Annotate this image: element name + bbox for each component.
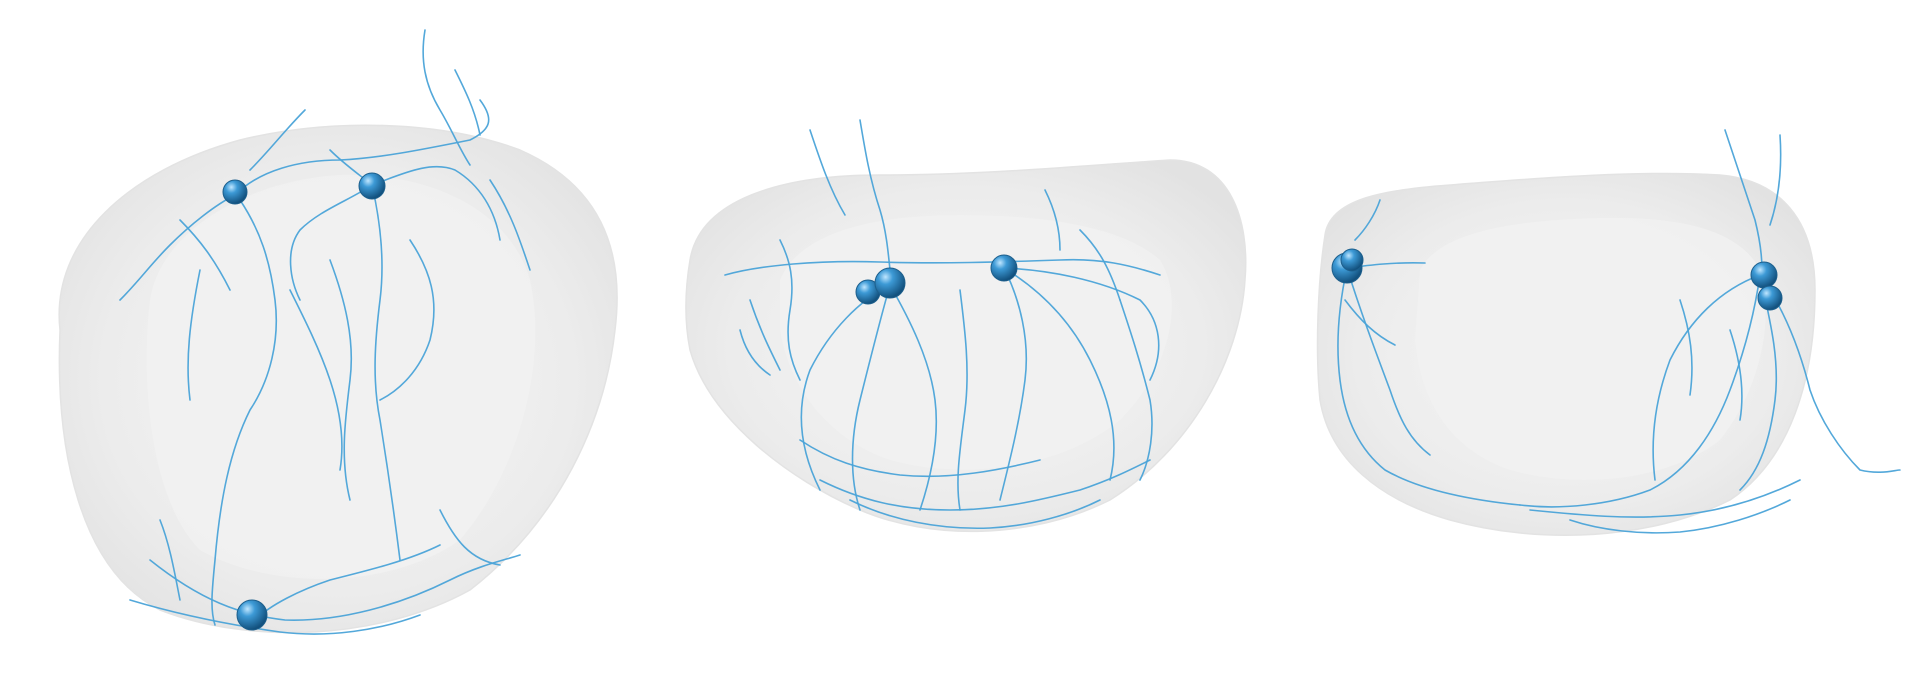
cell-hull-inner xyxy=(146,174,536,579)
soma xyxy=(990,254,1018,282)
soma xyxy=(358,172,386,200)
panel-side xyxy=(1316,129,1901,537)
panel-front xyxy=(685,119,1247,533)
neurite-arbor xyxy=(119,29,531,635)
soma xyxy=(236,599,268,631)
soma xyxy=(1750,261,1778,289)
cell-hull-inner xyxy=(1415,217,1766,480)
soma xyxy=(1757,285,1783,311)
panel-oblique xyxy=(58,29,618,635)
soma xyxy=(222,179,248,205)
soma xyxy=(874,267,906,299)
soma xyxy=(1340,248,1364,272)
neurite-arbor xyxy=(724,119,1161,530)
neurite-arbor xyxy=(1337,129,1901,534)
